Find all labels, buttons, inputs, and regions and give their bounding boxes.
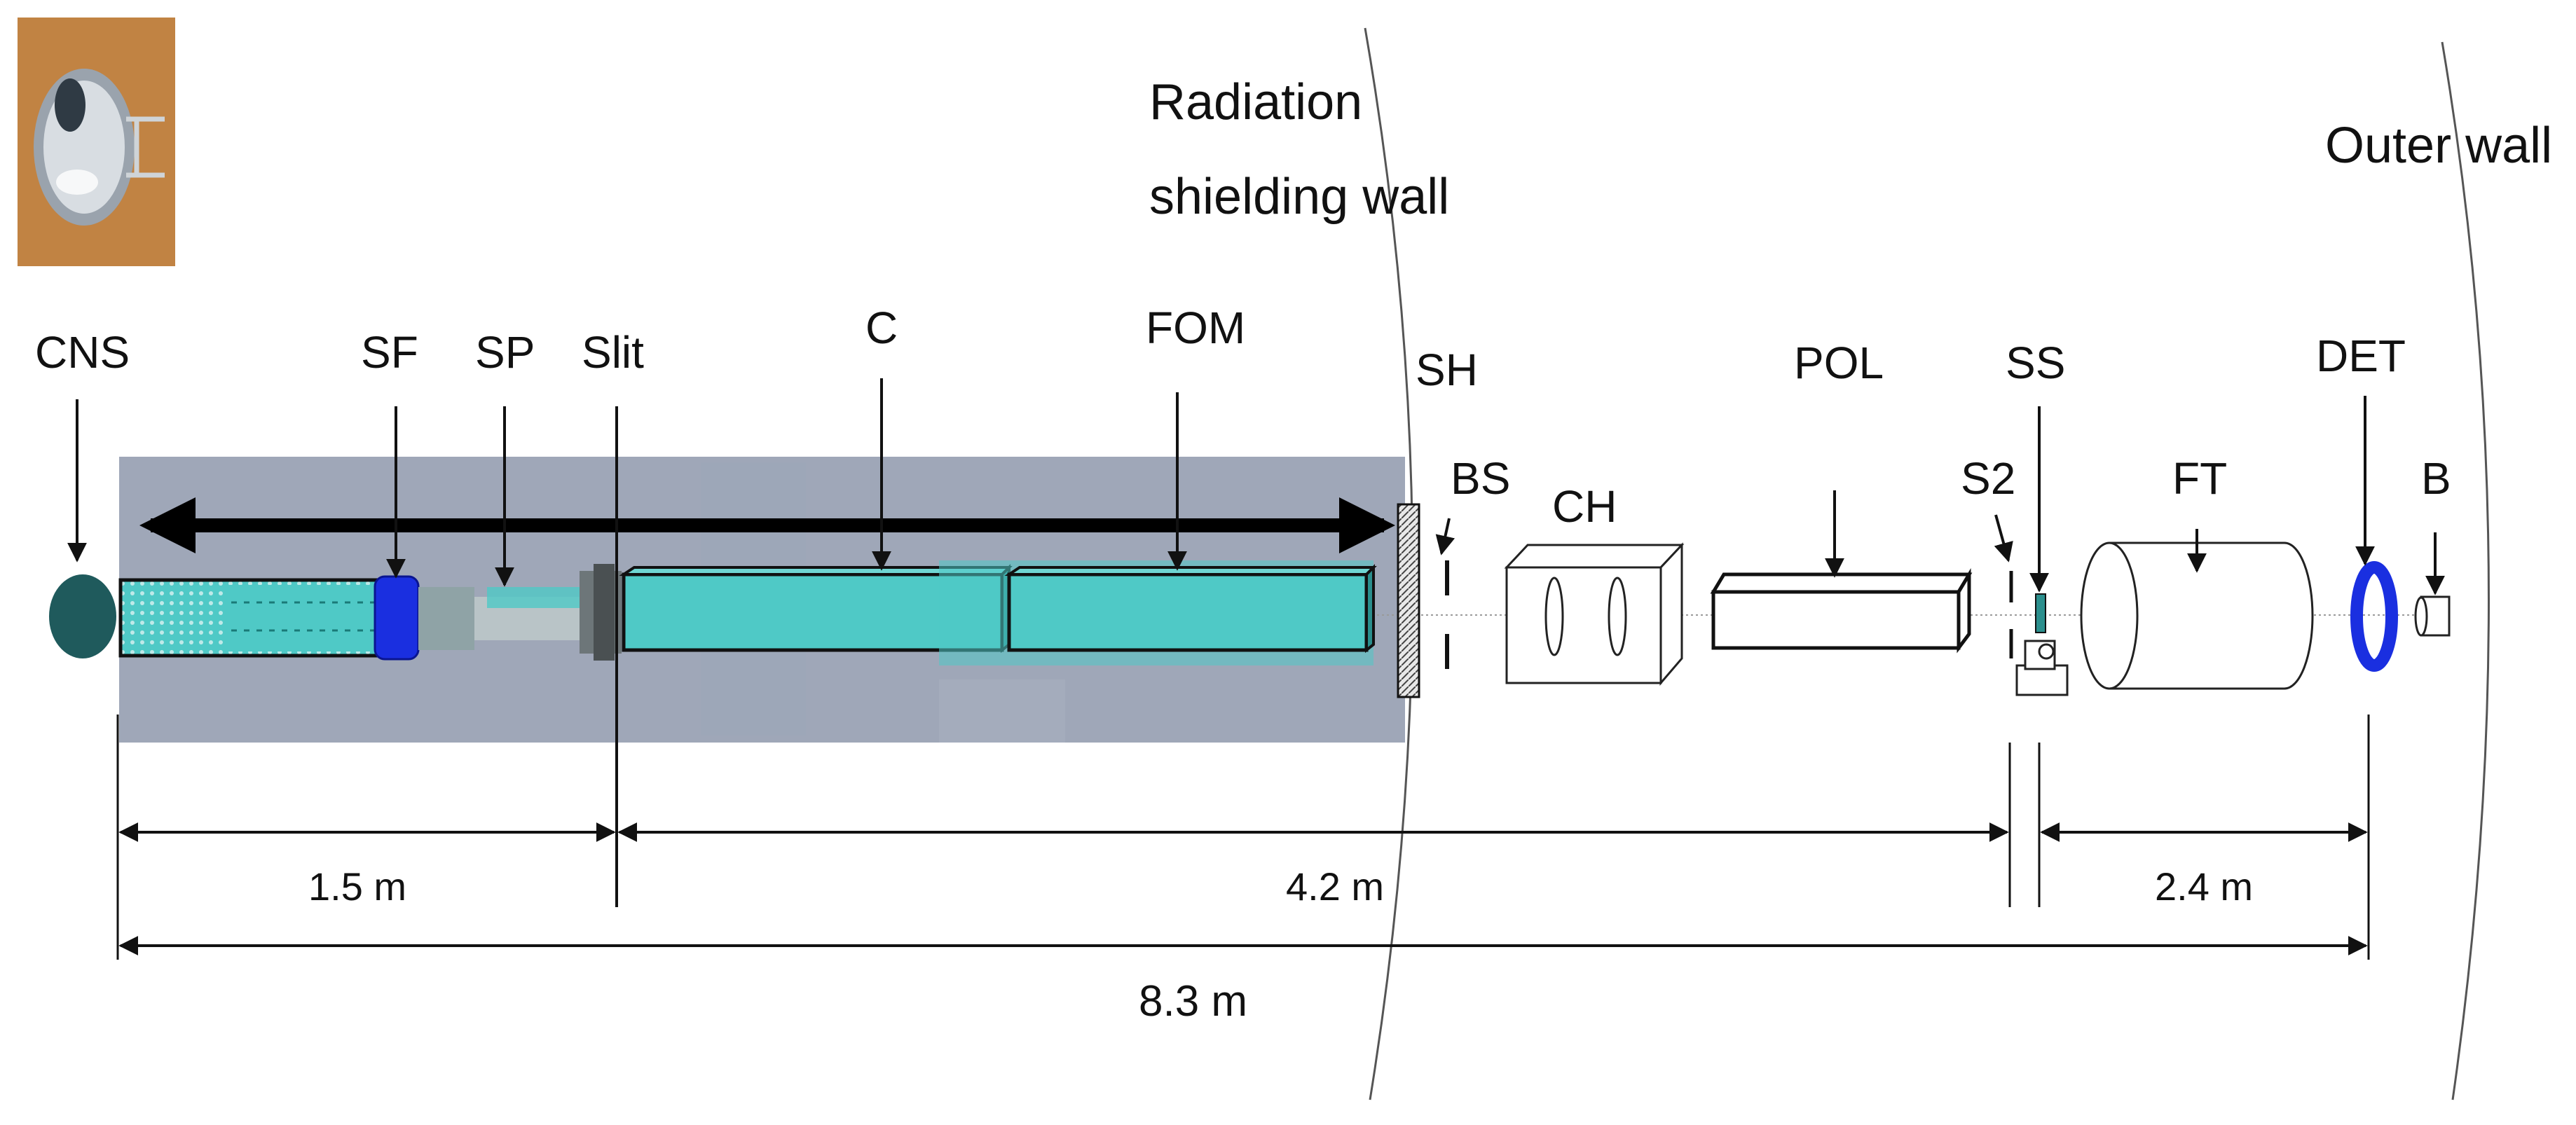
outer-wall (2441, 41, 2490, 1100)
dimension-label-1: 1.5 m (308, 864, 406, 909)
label-sp: SP (475, 327, 535, 378)
label-outer-wall: Outer wall (2325, 118, 2552, 174)
dimension-label-total: 8.3 m (1139, 977, 1247, 1026)
chopper-housing (1504, 542, 1685, 686)
cns-sphere (49, 574, 116, 658)
label-s2: S2 (1961, 453, 2015, 504)
label-fom: FOM (1146, 303, 1245, 353)
polarizer (1710, 567, 1973, 654)
label-sh: SH (1416, 345, 1478, 395)
dimension-extension-lines (116, 715, 2370, 960)
detector-ring (2350, 561, 2398, 672)
focusing-optics-module (1004, 564, 1377, 654)
sample-stage (2015, 593, 2069, 696)
label-pol: POL (1794, 338, 1884, 388)
label-radiation: Radiation (1149, 74, 1362, 130)
beam-dump (2414, 595, 2451, 637)
selector-filter (118, 575, 420, 661)
label-sf: SF (361, 327, 418, 378)
dimension-arrows (118, 822, 2368, 955)
shutter (1397, 503, 1420, 698)
label-ch: CH (1552, 481, 1617, 532)
label-bs: BS (1451, 453, 1510, 504)
label-c: C (865, 303, 898, 353)
pointer-arrows (67, 378, 2445, 595)
label-cns: CNS (35, 327, 130, 378)
flight-tube (2080, 541, 2314, 690)
dimension-label-2: 4.2 m (1286, 864, 1384, 909)
label-det: DET (2316, 331, 2406, 381)
label-b: B (2421, 453, 2451, 504)
label-ft: FT (2172, 453, 2227, 504)
label-slit: Slit (582, 327, 644, 378)
label-ss: SS (2006, 338, 2065, 388)
spin-polarizer-element (418, 564, 622, 661)
label-shielding-wall: shielding wall (1149, 169, 1449, 225)
cold-neutron-source-photo (18, 18, 175, 266)
dimension-label-3: 2.4 m (2155, 864, 2253, 909)
